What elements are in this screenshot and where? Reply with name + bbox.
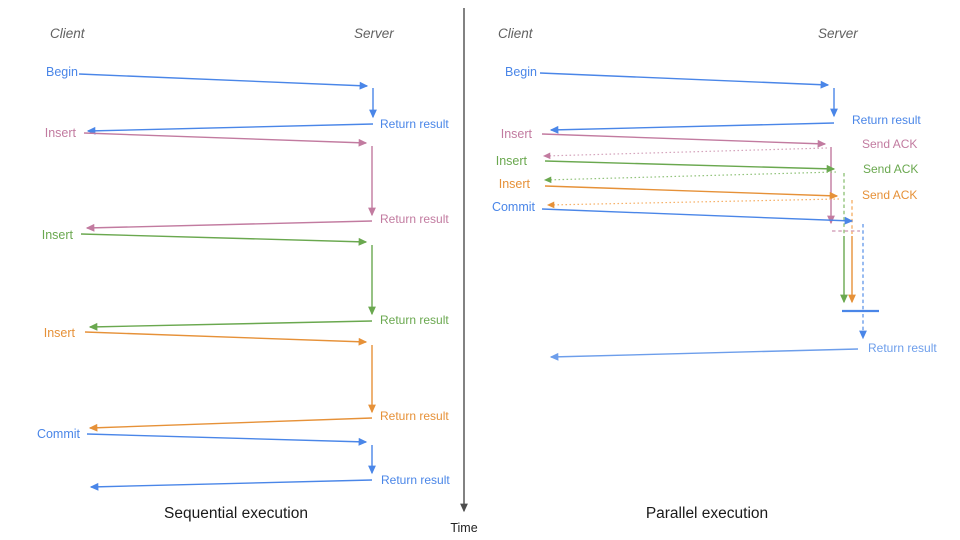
response-label: Return result xyxy=(868,341,937,355)
request-arrow xyxy=(84,331,368,346)
op-label-commit: Commit xyxy=(37,427,81,441)
request-arrow xyxy=(78,73,369,90)
request-arrow xyxy=(539,72,830,89)
response-label: Send ACK xyxy=(862,137,917,151)
op-label-insert-1: Insert xyxy=(501,127,533,141)
response-label: Return result xyxy=(380,117,449,131)
return-arrow xyxy=(549,122,835,134)
return-arrow xyxy=(88,320,373,331)
op-label-insert-3: Insert xyxy=(499,177,531,191)
op-label-begin: Begin xyxy=(505,65,537,79)
request-arrow xyxy=(544,185,839,200)
op-label-begin: Begin xyxy=(46,65,78,79)
response-label: Return result xyxy=(381,473,450,487)
server-header: Server xyxy=(354,26,394,41)
request-arrow xyxy=(541,208,854,225)
response-label: Return result xyxy=(852,113,921,127)
ack-arrow xyxy=(542,147,828,160)
response-label: Send ACK xyxy=(863,162,918,176)
op-label-insert-3: Insert xyxy=(44,326,76,340)
return-arrow xyxy=(85,220,373,232)
op-label-commit: Commit xyxy=(492,200,536,214)
ack-arrow xyxy=(543,171,837,184)
request-arrow xyxy=(541,133,827,148)
request-arrow xyxy=(86,433,368,446)
request-arrow xyxy=(83,132,368,147)
return-arrow xyxy=(89,479,373,491)
return-arrow xyxy=(549,348,859,361)
client-header: Client xyxy=(498,26,534,41)
request-arrow xyxy=(80,233,368,246)
client-header: Client xyxy=(50,26,86,41)
request-arrow xyxy=(544,160,836,173)
time-axis: Time xyxy=(450,8,478,535)
return-arrow xyxy=(86,123,374,135)
response-label: Send ACK xyxy=(862,188,917,202)
panel-title-sequential: Sequential execution xyxy=(164,505,308,522)
panel-title-parallel: Parallel execution xyxy=(646,505,768,522)
response-label: Return result xyxy=(380,212,449,226)
return-arrow xyxy=(88,417,373,432)
parallel-panel: Client Server Begin Return result Insert… xyxy=(492,26,937,522)
sequential-panel: Client Server Begin Return result Insert… xyxy=(37,26,450,522)
server-header: Server xyxy=(818,26,858,41)
time-label: Time xyxy=(450,521,477,535)
op-label-insert-2: Insert xyxy=(42,228,74,242)
response-label: Return result xyxy=(380,313,449,327)
op-label-insert-1: Insert xyxy=(45,126,77,140)
response-label: Return result xyxy=(380,409,449,423)
ack-arrow xyxy=(546,198,840,209)
op-label-insert-2: Insert xyxy=(496,154,528,168)
